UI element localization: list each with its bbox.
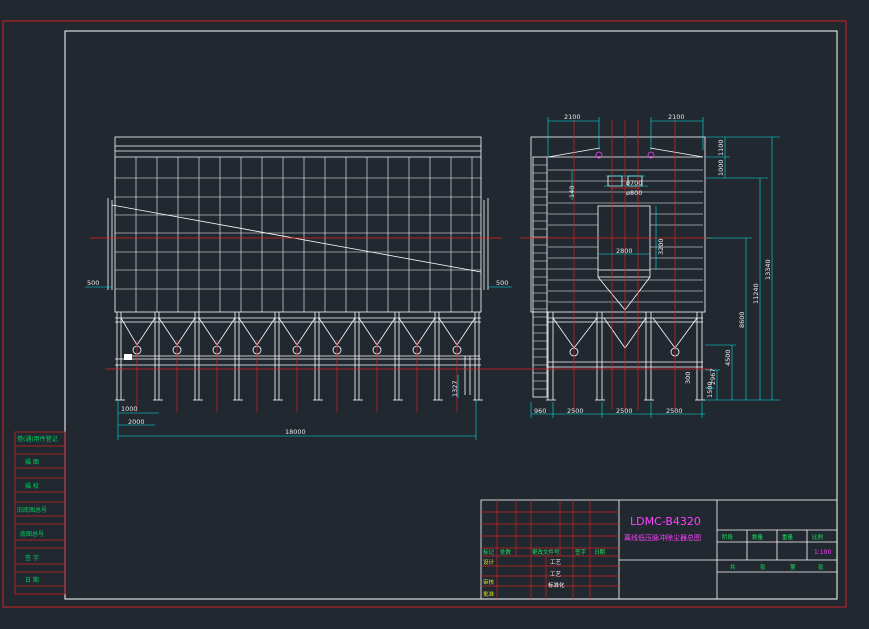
svg-text:工艺: 工艺 [550,571,562,578]
side-top-pipes [595,151,655,159]
title-block-role-labels: 设计 审核 批准 [483,558,495,598]
svg-text:更改文件号: 更改文件号 [532,548,560,556]
title-block-right-header: 阶段 数量 重量 比例 [722,533,824,541]
dim-1327: 1327 [451,380,459,397]
side-dimensions [530,117,780,418]
title-block-right-bottom: 共 张 第 张 [730,563,824,571]
drawing-model-number: LDMC-B4320 [630,515,701,528]
dim-d700: ø700 [626,179,642,187]
svg-text:签字: 签字 [575,548,587,556]
svg-text:重量: 重量 [782,533,794,541]
dim-top-2100-right: 2100 [668,113,685,121]
svg-text:描 校: 描 校 [25,482,39,490]
title-block-proc-labels: 工艺 工艺 标准化 [548,559,565,589]
svg-text:日 期: 日 期 [25,576,39,584]
dim-1000-side: 1000 [717,159,725,176]
dim-2500-c: 2500 [666,407,683,415]
svg-text:日期: 日期 [594,549,606,556]
side-view [530,136,706,401]
dim-top-2100-left: 2100 [564,113,581,121]
svg-text:借(通)用件登记: 借(通)用件登记 [17,435,58,443]
svg-text:共: 共 [730,563,736,571]
title-block-grid-red [481,500,619,599]
drawing-title: 离线低压脉冲除尘器总图 [624,533,701,542]
side-center-lines [520,120,712,412]
svg-text:描 图: 描 图 [25,458,39,466]
sheet-outer-border [2,20,847,608]
dim-left-500: 500 [87,279,99,287]
svg-text:处数: 处数 [500,548,512,556]
dim-2000: 2000 [128,418,145,426]
dim-4500: 4500 [724,349,732,366]
svg-text:工艺: 工艺 [550,559,562,566]
svg-text:标记: 标记 [483,548,495,556]
svg-text:张: 张 [760,563,766,571]
title-block-mid-labels: 标记 处数 更改文件号 签字 日期 [483,548,606,556]
svg-text:张: 张 [818,563,824,571]
dim-18000: 18000 [285,428,306,436]
dim-3200: 3200 [657,238,665,255]
dim-2500-a: 2500 [567,407,584,415]
dim-2967: 2967 [709,368,717,385]
dim-d800: ø800 [626,189,642,197]
dim-13340: 13340 [764,259,772,280]
svg-text:设计: 设计 [483,558,495,566]
svg-text:标准化: 标准化 [548,581,565,589]
dim-11240: 11240 [752,283,760,304]
svg-text:旧底图总号: 旧底图总号 [17,506,47,514]
svg-text:签 字: 签 字 [25,554,39,562]
dim-right-500: 500 [496,279,508,287]
svg-text:底图总号: 底图总号 [20,530,44,538]
dim-1500: 1500 [706,381,714,398]
title-block-frame [480,499,838,600]
drawing-scale: 1:100 [814,549,831,556]
dim-140: 140 [568,186,576,198]
conveyor-motor [124,354,132,360]
left-labels: 借(通)用件登记 描 图 描 校 旧底图总号 底图总号 签 字 日 期 [17,435,58,584]
dim-1100: 1100 [717,139,725,156]
front-view [107,136,489,401]
front-dimensions [85,286,512,440]
svg-text:审核: 审核 [483,578,495,586]
sheet-inner-border [64,30,838,600]
dim-2500-b: 2500 [616,407,633,415]
svg-text:第: 第 [790,563,796,571]
dim-300: 300 [684,372,692,384]
svg-text:阶段: 阶段 [722,533,734,541]
left-signature-table [14,431,66,595]
svg-text:比例: 比例 [812,533,824,541]
dim-2800: 2800 [616,247,633,255]
dim-1000: 1000 [121,405,138,413]
svg-text:批准: 批准 [483,590,495,598]
svg-text:数量: 数量 [752,533,764,541]
front-center-lines [90,237,520,412]
dim-960: 960 [534,407,546,415]
dim-8600: 8600 [738,311,746,328]
